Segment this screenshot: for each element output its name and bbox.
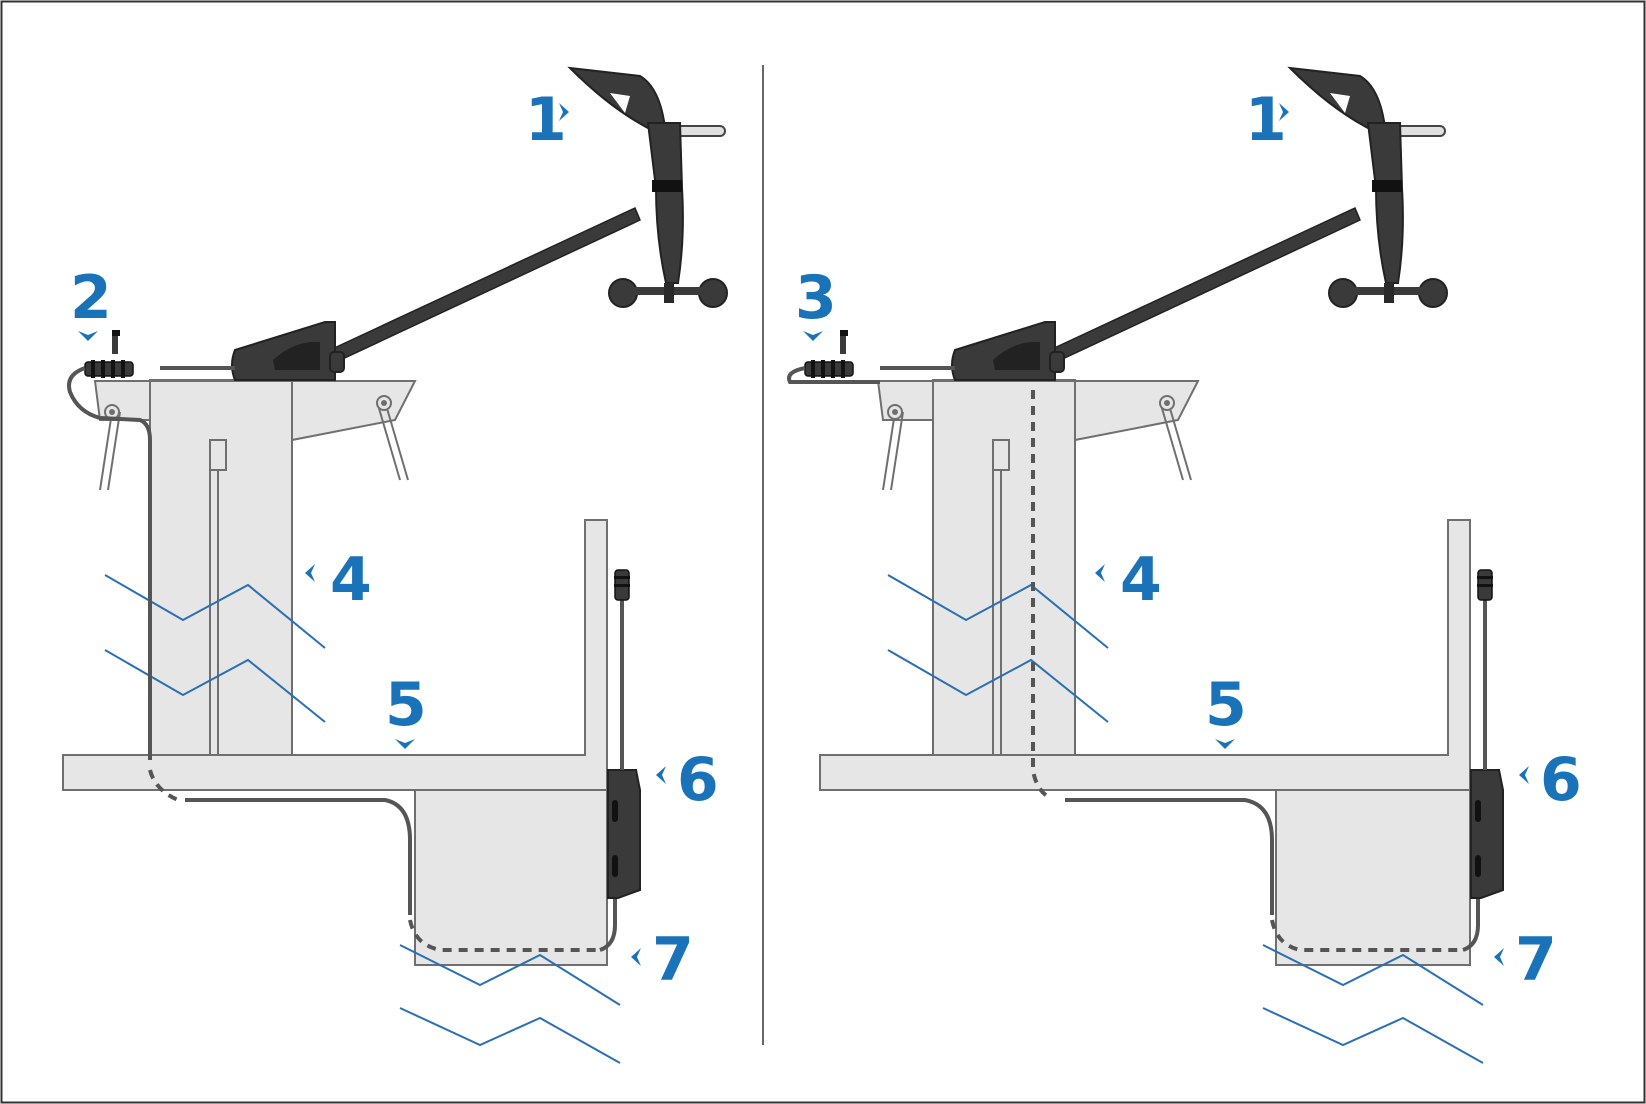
deck: [62, 519, 608, 791]
callout-number: 7: [1515, 925, 1557, 995]
callout-arrow-right: [1279, 103, 1289, 121]
mast-platform: [878, 380, 1200, 442]
callout-number: 5: [1205, 670, 1247, 740]
callout-number: 1: [525, 85, 567, 155]
callout-arrow-down: [395, 739, 415, 749]
callout-number: 6: [677, 745, 719, 815]
left-panel: [62, 67, 728, 1064]
callout-number: 3: [795, 263, 837, 333]
callout-arrow-down: [803, 331, 823, 341]
callout-arrow-right: [559, 103, 569, 121]
right-panel: [787, 67, 1504, 1064]
callout-arrow-down: [1215, 739, 1235, 749]
callout-number: 2: [70, 263, 112, 333]
callout-arrow-down: [78, 331, 98, 341]
bulkhead: [414, 789, 608, 966]
callout-arrow-left: [1095, 564, 1105, 582]
mast: [932, 379, 1076, 756]
callout-number: 1: [1245, 85, 1287, 155]
callout-arrow-left: [631, 948, 641, 966]
mast-platform: [95, 380, 417, 442]
mast: [149, 379, 293, 756]
deck: [819, 519, 1471, 791]
callout-number: 6: [1540, 745, 1582, 815]
callout-number: 5: [385, 670, 427, 740]
callout-arrow-left: [1519, 766, 1529, 784]
callout-number: 4: [330, 545, 372, 615]
bulkhead: [1275, 789, 1471, 966]
callout-arrow-left: [656, 766, 666, 784]
callout-number: 7: [652, 925, 694, 995]
callout-number: 4: [1120, 545, 1162, 615]
callout-arrow-left: [305, 564, 315, 582]
callout-arrow-left: [1494, 948, 1504, 966]
